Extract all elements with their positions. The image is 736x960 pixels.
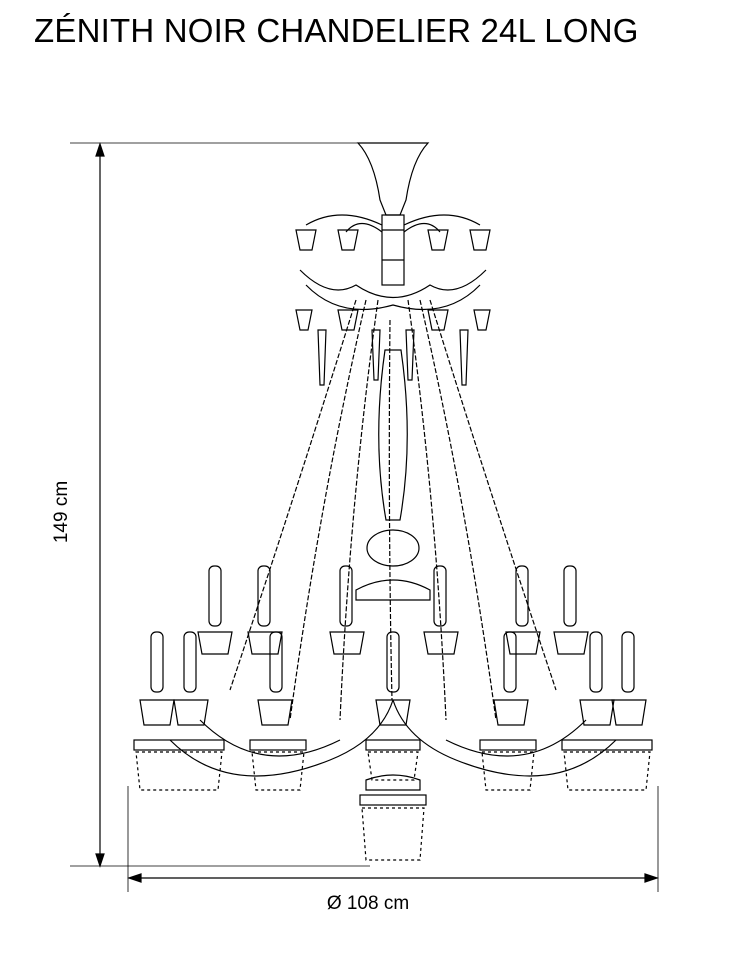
bead-strands bbox=[229, 299, 557, 721]
central-baluster bbox=[355, 349, 431, 601]
upper-candles bbox=[197, 565, 589, 655]
crystal-fringe bbox=[133, 739, 653, 791]
lower-candles bbox=[139, 631, 647, 726]
upper-garland bbox=[299, 269, 487, 311]
canopy bbox=[356, 142, 430, 286]
page-title: ZÉNITH NOIR CHANDELIER 24L LONG bbox=[34, 12, 639, 49]
upper-drops bbox=[295, 309, 491, 386]
height-dimension-label: 149 cm bbox=[51, 480, 72, 544]
diameter-dimension-line bbox=[127, 786, 659, 892]
diameter-dimension-label: Ø 108 cm bbox=[326, 893, 410, 914]
upper-arms bbox=[295, 214, 491, 251]
lower-arms bbox=[169, 699, 617, 777]
bottom-basket bbox=[359, 774, 427, 861]
height-dimension-line bbox=[70, 142, 370, 868]
